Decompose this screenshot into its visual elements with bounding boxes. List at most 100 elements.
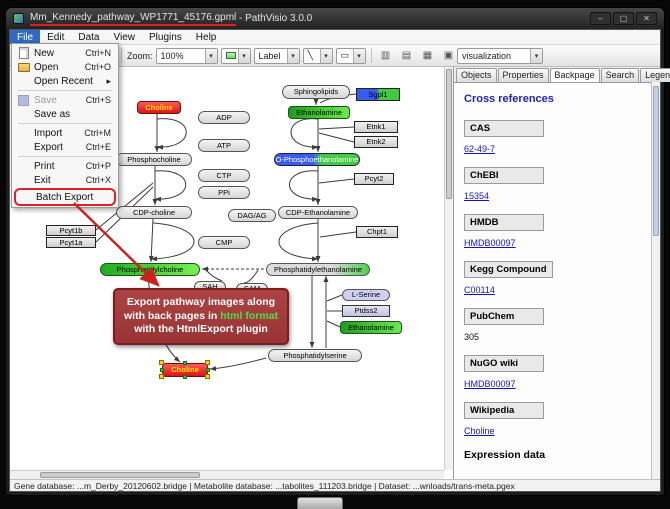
selection-handle-mid[interactable] bbox=[206, 368, 210, 372]
scrollbar-thumb[interactable] bbox=[446, 69, 452, 199]
file-menu-item-save-as[interactable]: Save as bbox=[14, 107, 116, 121]
pathway-node-ethanolamine-top[interactable]: Ethanolamine bbox=[288, 106, 350, 119]
pathway-edge-12[interactable] bbox=[318, 178, 355, 184]
pathway-edge-11[interactable] bbox=[289, 170, 319, 202]
pathway-edge-15[interactable] bbox=[148, 218, 154, 263]
pathway-edge-18[interactable] bbox=[278, 222, 319, 262]
tab-search[interactable]: Search bbox=[600, 68, 640, 82]
close-button[interactable]: ✕ bbox=[636, 12, 657, 25]
pathway-node-ethanolamine-right[interactable]: Ethanolamine bbox=[340, 321, 402, 334]
file-menu-shortcut: Ctrl+E bbox=[85, 142, 111, 152]
pathway-node-sgpl1[interactable]: Sgpl1 bbox=[356, 88, 400, 101]
pathway-node-phosphatidylserine[interactable]: Phosphatidylserine bbox=[268, 349, 362, 362]
pathway-node-ppi[interactable]: PPi bbox=[198, 186, 250, 199]
menu-plugins[interactable]: Plugins bbox=[148, 31, 182, 43]
align-center-horizontal-icon[interactable]: ▥ bbox=[377, 47, 395, 64]
pathway-node-dag-ag[interactable]: DAG/AG bbox=[228, 209, 276, 222]
pathway-node-sphingolipids[interactable]: Sphingolipids bbox=[282, 85, 350, 99]
pathway-node-cdp-ethanolamine[interactable]: CDP-Ethanolamine bbox=[278, 206, 358, 219]
backpage-link-nugo-wiki[interactable]: HMDB00097 bbox=[464, 379, 516, 389]
window-grip[interactable] bbox=[297, 497, 343, 509]
backpage-link-chebi[interactable]: 15354 bbox=[464, 191, 490, 201]
pathway-edge-22[interactable] bbox=[205, 269, 223, 282]
pathway-node-pcyt1b[interactable]: Pcyt1b bbox=[46, 225, 96, 236]
canvas-horizontal-scrollbar[interactable] bbox=[10, 470, 444, 479]
file-menu-item-open-recent[interactable]: Open Recent▸ bbox=[14, 74, 116, 88]
pathway-edge-7[interactable] bbox=[318, 132, 355, 143]
backpage-link-wikipedia[interactable]: Choline bbox=[464, 426, 495, 436]
tab-legend[interactable]: Legend bbox=[640, 68, 670, 82]
menu-help[interactable]: Help bbox=[195, 31, 217, 43]
tab-properties[interactable]: Properties bbox=[497, 68, 549, 82]
zoom-value: 100% bbox=[160, 50, 184, 61]
scrollbar-thumb[interactable] bbox=[40, 472, 200, 478]
backpage-link-cas[interactable]: 62-49-7 bbox=[464, 144, 496, 154]
pathway-node-cdp-choline[interactable]: CDP-choline bbox=[116, 206, 192, 219]
visualization-select[interactable]: visualization ▾ bbox=[457, 48, 543, 64]
pathway-node-phosphatidylcholine[interactable]: Phosphatidylcholine bbox=[100, 263, 200, 276]
selection-handle-corner[interactable] bbox=[205, 374, 210, 379]
backpage-link-hmdb[interactable]: HMDB00097 bbox=[464, 238, 516, 248]
pathway-edge-19[interactable] bbox=[319, 231, 357, 238]
menu-edit[interactable]: Edit bbox=[47, 31, 65, 43]
panel-scrollbar-thumb[interactable] bbox=[653, 86, 659, 236]
selection-handle-mid[interactable] bbox=[160, 368, 164, 372]
minimize-button[interactable]: – bbox=[590, 12, 611, 25]
pathway-node-choline-top[interactable]: Choline bbox=[137, 101, 181, 114]
align-top-icon[interactable]: ▣ bbox=[440, 47, 458, 64]
line-tool-select[interactable]: ╲ ▾ bbox=[302, 47, 333, 64]
menu-view[interactable]: View bbox=[113, 31, 135, 43]
pathway-node-pcyt1a[interactable]: Pcyt1a bbox=[46, 237, 96, 248]
pathway-edge-25[interactable] bbox=[326, 294, 343, 302]
selection-handle-corner[interactable] bbox=[159, 360, 164, 365]
align-left-icon[interactable]: ▦ bbox=[419, 47, 437, 64]
align-center-vertical-icon[interactable]: ▤ bbox=[398, 47, 416, 64]
pathway-edge-5[interactable] bbox=[290, 118, 319, 150]
pathway-node-pcyt2[interactable]: Pcyt2 bbox=[354, 173, 394, 185]
file-menu-item-label: Import bbox=[34, 127, 63, 139]
pathway-node-chpt1[interactable]: Chpt1 bbox=[356, 226, 398, 238]
canvas-vertical-scrollbar[interactable] bbox=[444, 67, 453, 470]
selection-handle-mid[interactable] bbox=[183, 361, 187, 365]
pathway-edge-17[interactable] bbox=[150, 222, 195, 262]
file-menu-item-batch-export[interactable]: Batch Export bbox=[16, 190, 114, 204]
label-tool-select[interactable]: Label ▾ bbox=[253, 47, 300, 64]
pathway-edge-3[interactable] bbox=[156, 118, 187, 150]
shape-tool-select[interactable]: ▭ ▾ bbox=[335, 47, 366, 64]
pathway-edge-27[interactable] bbox=[326, 320, 341, 328]
pathway-node-l-serine[interactable]: L-Serine bbox=[342, 289, 390, 301]
selection-handle-mid[interactable] bbox=[183, 375, 187, 379]
pathway-node-etnk2[interactable]: Etnk2 bbox=[354, 136, 398, 148]
pathway-edge-29[interactable] bbox=[209, 357, 267, 372]
menu-file[interactable]: File bbox=[10, 30, 41, 44]
pathway-node-adp[interactable]: ADP bbox=[198, 111, 250, 124]
titlebar[interactable]: Mm_Kennedy_pathway_WP1771_45176.gpml - P… bbox=[6, 8, 664, 29]
pathway-node-cmp[interactable]: CMP bbox=[198, 236, 250, 249]
pathway-node-ctp[interactable]: CTP bbox=[198, 169, 250, 182]
pathway-node-o-phosphoethanolamine[interactable]: O-Phosphoethanolamine bbox=[274, 153, 360, 166]
pathway-edge-10[interactable] bbox=[154, 170, 186, 202]
pathway-node-ptdss2[interactable]: Ptdss2 bbox=[342, 305, 390, 317]
pathway-edge-21[interactable] bbox=[243, 269, 259, 284]
panel-scrollbar[interactable] bbox=[651, 82, 660, 479]
selection-handle-corner[interactable] bbox=[159, 374, 164, 379]
tab-backpage[interactable]: Backpage bbox=[549, 68, 600, 82]
pathway-node-atp[interactable]: ATP bbox=[198, 139, 250, 152]
backpage-link-kegg-compound[interactable]: C00114 bbox=[464, 285, 495, 295]
selection-handle-corner[interactable] bbox=[205, 360, 210, 365]
pathway-edge-6[interactable] bbox=[318, 126, 355, 130]
zoom-select[interactable]: 100% ▾ bbox=[155, 47, 218, 64]
datanode-type-select[interactable]: ▾ bbox=[220, 47, 251, 64]
menu-data[interactable]: Data bbox=[78, 31, 100, 43]
pathway-node-etnk1[interactable]: Etnk1 bbox=[354, 121, 398, 133]
pathway-node-phosphatidylethanolamine[interactable]: Phosphatidylethanolamine bbox=[266, 263, 370, 276]
pathway-node-phosphocholine[interactable]: Phosphocholine bbox=[116, 153, 192, 166]
tab-objects[interactable]: Objects bbox=[456, 68, 497, 82]
maximize-button[interactable]: ▢ bbox=[613, 12, 634, 25]
